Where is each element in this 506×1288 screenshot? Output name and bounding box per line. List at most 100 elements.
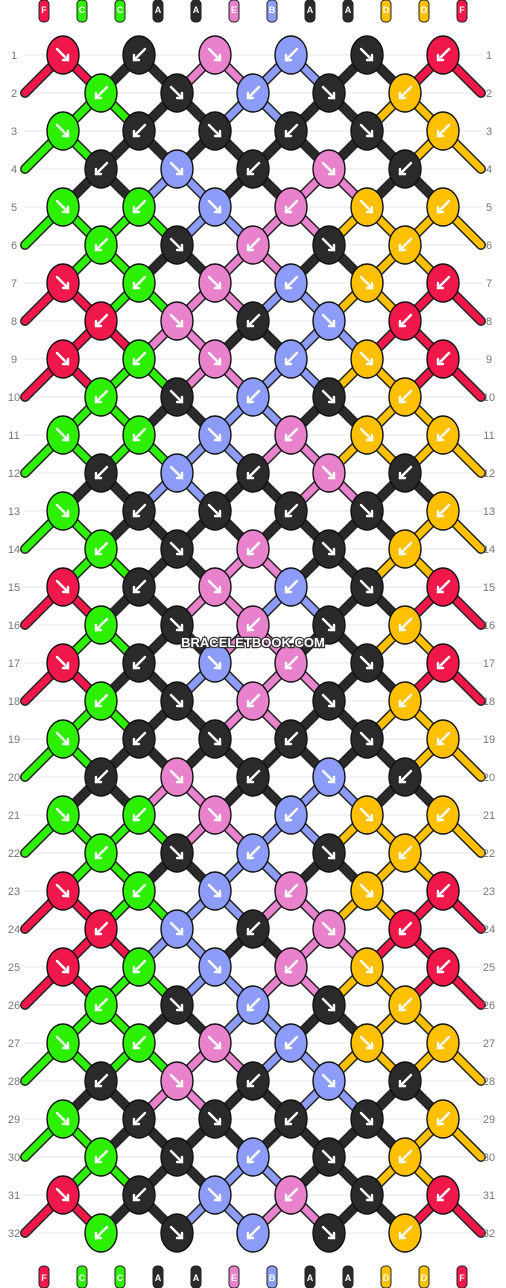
knot-arrowhead [61, 281, 70, 290]
knot-arrowhead [213, 357, 222, 366]
knot-arrow [246, 845, 261, 860]
row-number-right: 21 [483, 810, 495, 822]
knot-arrowhead [213, 281, 222, 290]
knot-grid [46, 35, 460, 1253]
string-stub [152, 1265, 164, 1288]
knot-arrow [284, 1035, 299, 1050]
knot-arrow [321, 1149, 336, 1164]
knot-arrow [398, 389, 413, 404]
knot-arrow [55, 351, 70, 366]
knot-arrowhead [365, 53, 374, 62]
string-label: A [307, 1273, 314, 1283]
knot-arrow [169, 85, 184, 100]
row-number-right: 11 [483, 430, 494, 442]
knot-arrow [132, 959, 147, 974]
row-number-left: 31 [8, 1190, 20, 1202]
knot-arrowhead [436, 53, 445, 62]
knot-arrowhead [284, 281, 293, 290]
knot-arrow [436, 47, 451, 62]
row-number-left: 2 [11, 88, 17, 100]
knot-arrowhead [284, 585, 293, 594]
knot-arrow [359, 427, 374, 442]
knot-arrowhead [175, 1079, 184, 1088]
row-number-right: 20 [483, 772, 495, 784]
knot-arrowhead [398, 1079, 407, 1088]
string-stub [152, 0, 164, 23]
knot-arrow [169, 161, 184, 176]
row-number-right: 32 [483, 1228, 495, 1240]
knot-arrowhead [436, 509, 445, 518]
knot-arrowhead [132, 1041, 141, 1050]
knot-arrow [359, 275, 374, 290]
knot-arrowhead [61, 1041, 70, 1050]
knot-arrowhead [132, 965, 141, 974]
row-number-left: 15 [8, 582, 20, 594]
row-number-right: 3 [486, 126, 492, 138]
knot-arrowhead [436, 813, 445, 822]
knot-arrowhead [175, 699, 184, 708]
knot-arrow [436, 1035, 451, 1050]
knot-arrowhead [94, 319, 103, 328]
string-label: D [421, 1273, 428, 1283]
knot-arrow [398, 997, 413, 1012]
knot-arrow [207, 1187, 222, 1202]
knot-arrow [359, 731, 374, 746]
knot-arrowhead [175, 91, 184, 100]
knot-arrow [169, 693, 184, 708]
row-number-right: 12 [483, 468, 495, 480]
string-label: C [117, 5, 124, 15]
knot-arrow [359, 47, 374, 62]
knot-arrowhead [398, 395, 407, 404]
knot-arrowhead [365, 1117, 374, 1126]
knot-arrowhead [365, 965, 374, 974]
knot-arrowhead [61, 433, 70, 442]
string-label: F [41, 1273, 47, 1283]
row-number-left: 17 [8, 658, 20, 670]
row-number-right: 8 [486, 316, 492, 328]
knot-arrow [321, 389, 336, 404]
string-label: C [79, 1273, 86, 1283]
string-label: A [193, 1273, 200, 1283]
knot-arrow [207, 47, 222, 62]
knot-arrowhead [284, 1117, 293, 1126]
knot-arrowhead [327, 927, 336, 936]
string-stub [228, 1265, 240, 1288]
knot-arrow [284, 503, 299, 518]
knot-arrowhead [175, 1155, 184, 1164]
knot-arrowhead [61, 1193, 70, 1202]
knot-arrow [207, 123, 222, 138]
knot-arrowhead [132, 661, 141, 670]
knot-arrowhead [398, 775, 407, 784]
string-label: A [193, 5, 200, 15]
knot-arrowhead [61, 585, 70, 594]
knot-arrowhead [365, 357, 374, 366]
knot-arrow [132, 199, 147, 214]
knot-arrow [169, 541, 184, 556]
knot-arrow [169, 237, 184, 252]
knot-arrowhead [327, 1231, 336, 1240]
knot-arrowhead [175, 775, 184, 784]
row-number-right: 26 [483, 1000, 495, 1012]
string-label: F [459, 1273, 465, 1283]
knot-arrow [284, 655, 299, 670]
knot-arrow [94, 313, 109, 328]
knot-arrow [246, 693, 261, 708]
knot-arrow [398, 313, 413, 328]
knot-arrowhead [175, 547, 184, 556]
string-label: F [459, 5, 465, 15]
row-number-left: 9 [11, 354, 17, 366]
knot-arrow [321, 997, 336, 1012]
knot-arrowhead [327, 1079, 336, 1088]
knot-arrow [55, 655, 70, 670]
knot-arrow [55, 427, 70, 442]
knot-arrowhead [132, 1117, 141, 1126]
knot-arrow [132, 351, 147, 366]
row-number-left: 24 [8, 924, 20, 936]
string-stub [114, 0, 126, 23]
knot-arrowhead [246, 243, 255, 252]
row-number-left: 21 [8, 810, 20, 822]
row-number-left: 18 [8, 696, 20, 708]
knot-arrow [398, 237, 413, 252]
string-stub [342, 1265, 354, 1288]
knot-arrowhead [94, 1003, 103, 1012]
